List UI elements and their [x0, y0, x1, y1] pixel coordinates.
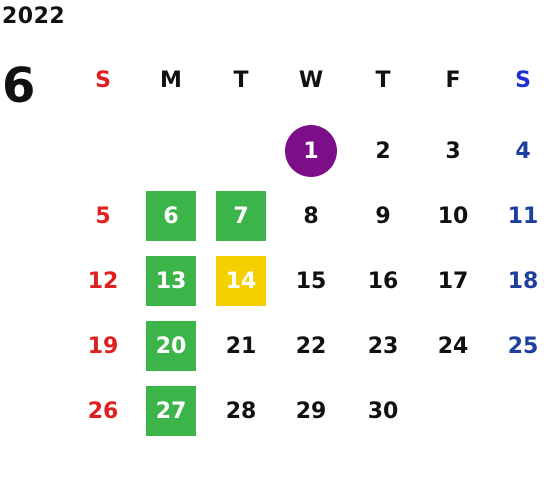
day-cell-17[interactable]: 17 [437, 268, 469, 294]
day-cell-15[interactable]: 15 [295, 268, 327, 294]
day-cell-14[interactable]: 14 [216, 256, 266, 306]
weekday-thu: T [375, 68, 391, 93]
weekday-mon: M [160, 68, 182, 93]
weekday-wed: W [298, 68, 324, 93]
day-cell-6[interactable]: 6 [146, 191, 196, 241]
day-cell-5[interactable]: 5 [95, 203, 111, 229]
day-cell-26[interactable]: 26 [87, 398, 119, 424]
day-cell-9[interactable]: 9 [375, 203, 391, 229]
day-cell-4[interactable]: 4 [515, 138, 531, 164]
day-cell-7[interactable]: 7 [216, 191, 266, 241]
day-cell-13[interactable]: 13 [146, 256, 196, 306]
day-cell-10[interactable]: 10 [437, 203, 469, 229]
day-cell-3[interactable]: 3 [445, 138, 461, 164]
weekday-fri: F [445, 68, 461, 93]
day-cell-11[interactable]: 11 [507, 203, 539, 229]
day-cell-23[interactable]: 23 [367, 333, 399, 359]
day-cell-19[interactable]: 19 [87, 333, 119, 359]
month-number: 6 [2, 58, 36, 114]
day-cell-24[interactable]: 24 [437, 333, 469, 359]
day-cell-30[interactable]: 30 [367, 398, 399, 424]
day-cell-8[interactable]: 8 [303, 203, 319, 229]
day-cell-29[interactable]: 29 [295, 398, 327, 424]
day-cell-20[interactable]: 20 [146, 321, 196, 371]
weekday-sun: S [95, 68, 111, 93]
weekday-tue: T [233, 68, 249, 93]
year-label: 2022 [2, 4, 66, 29]
weekday-sat: S [515, 68, 531, 93]
day-cell-28[interactable]: 28 [225, 398, 257, 424]
day-cell-22[interactable]: 22 [295, 333, 327, 359]
day-cell-21[interactable]: 21 [225, 333, 257, 359]
day-cell-25[interactable]: 25 [507, 333, 539, 359]
day-cell-16[interactable]: 16 [367, 268, 399, 294]
day-cell-18[interactable]: 18 [507, 268, 539, 294]
day-cell-27[interactable]: 27 [146, 386, 196, 436]
day-cell-1[interactable]: 1 [285, 125, 337, 177]
day-cell-12[interactable]: 12 [87, 268, 119, 294]
day-cell-2[interactable]: 2 [375, 138, 391, 164]
